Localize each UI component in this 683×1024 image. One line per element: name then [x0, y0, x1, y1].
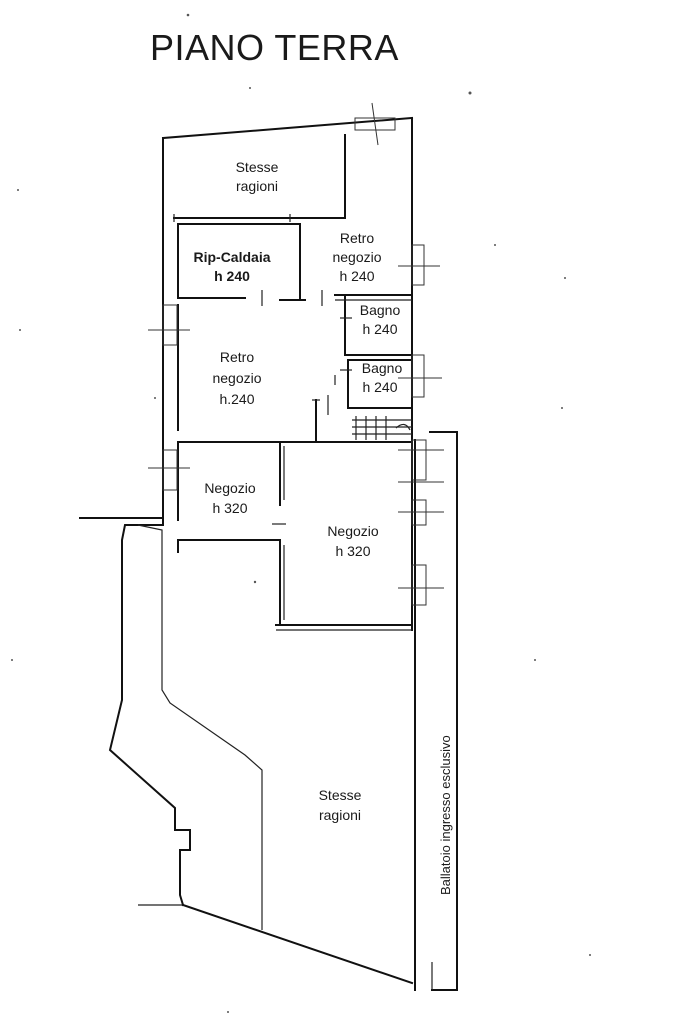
room-height: h.240: [219, 391, 254, 407]
room-height: h 320: [212, 500, 247, 516]
room-name: Stesse: [236, 159, 279, 175]
room-bagno-2: Bagno h 240: [362, 360, 403, 395]
room-height: h 240: [362, 321, 397, 337]
room-name: negozio: [332, 249, 381, 265]
room-height: h 240: [214, 268, 250, 284]
windows: [148, 102, 444, 606]
room-name: Stesse: [319, 787, 362, 803]
plan-title: PIANO TERRA: [150, 27, 399, 68]
room-name: ragioni: [236, 178, 278, 194]
room-negozio-large: Negozio h 320: [327, 523, 379, 559]
room-name: Bagno: [362, 360, 403, 376]
courtyard-outline: [108, 517, 414, 985]
room-height: h 240: [339, 268, 374, 284]
room-negozio-small: Negozio h 320: [204, 480, 256, 516]
room-name: ragioni: [319, 807, 361, 823]
stairs: [352, 416, 412, 440]
room-name: negozio: [212, 370, 261, 386]
room-height: h 320: [335, 543, 370, 559]
room-name: Retro: [220, 349, 254, 365]
room-retro-negozio-mid: Retro negozio h.240: [212, 349, 261, 407]
room-name: Negozio: [327, 523, 379, 539]
room-name: Bagno: [360, 302, 401, 318]
room-stesse-ragioni-top: Stesse ragioni: [236, 159, 279, 194]
room-rip-caldaia: Rip-Caldaia h 240: [193, 249, 270, 284]
room-height: h 240: [362, 379, 397, 395]
room-bagno-1: Bagno h 240: [360, 302, 401, 337]
scan-specks: [11, 13, 591, 1013]
room-retro-negozio-top: Retro negozio h 240: [332, 230, 381, 284]
room-name: Retro: [340, 230, 374, 246]
interior-walls: [173, 134, 413, 631]
ballatoio-label: Ballatoio ingresso esclusivo: [438, 735, 453, 895]
room-name: Rip-Caldaia: [193, 249, 270, 265]
room-name: Negozio: [204, 480, 256, 496]
room-stesse-ragioni-bottom: Stesse ragioni: [319, 787, 362, 823]
